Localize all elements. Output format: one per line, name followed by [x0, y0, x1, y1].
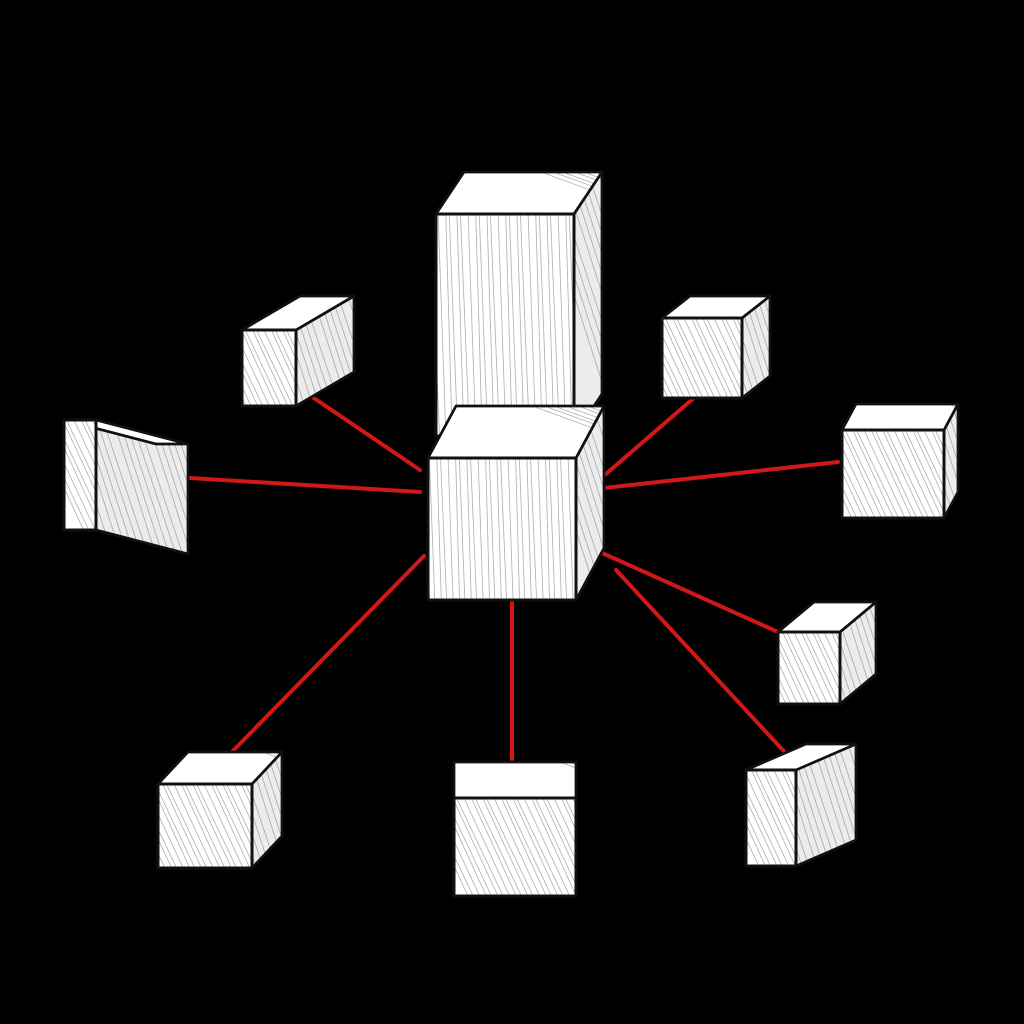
cube-upper-left	[240, 294, 356, 408]
hub-cube	[426, 404, 606, 602]
hatching	[64, 420, 96, 530]
cube-lower-right	[744, 742, 858, 868]
cubes-group	[62, 170, 960, 898]
cube-right	[840, 402, 960, 520]
hatching	[746, 770, 796, 866]
hatching	[96, 420, 188, 554]
cube-front-face	[62, 418, 98, 532]
cube-mid-right	[776, 600, 878, 706]
hatching	[296, 296, 354, 406]
connector-line	[188, 476, 422, 494]
connector-line	[598, 550, 780, 634]
cube-front-face	[452, 796, 578, 898]
connector-line	[222, 554, 426, 762]
hatching	[242, 330, 296, 406]
hatching	[840, 602, 876, 704]
hatching	[778, 632, 840, 704]
cube-bottom-left	[156, 750, 284, 870]
hatching	[158, 784, 252, 868]
cube-top-face	[840, 402, 960, 432]
hatching	[252, 752, 282, 868]
hatching	[428, 458, 576, 600]
hatching	[842, 430, 944, 518]
hatching	[576, 406, 604, 600]
hatching	[742, 296, 770, 398]
cube-top-face	[452, 760, 578, 800]
connector-line	[602, 460, 840, 490]
cube-left	[62, 418, 190, 556]
cube-bottom-center	[452, 760, 578, 898]
cube-upper-right	[660, 294, 772, 400]
tall-block	[434, 170, 604, 438]
cube-top-face	[426, 404, 606, 460]
hatching	[662, 318, 742, 398]
connector-line	[306, 392, 422, 472]
connector-line	[614, 568, 794, 762]
hatching	[454, 798, 576, 896]
